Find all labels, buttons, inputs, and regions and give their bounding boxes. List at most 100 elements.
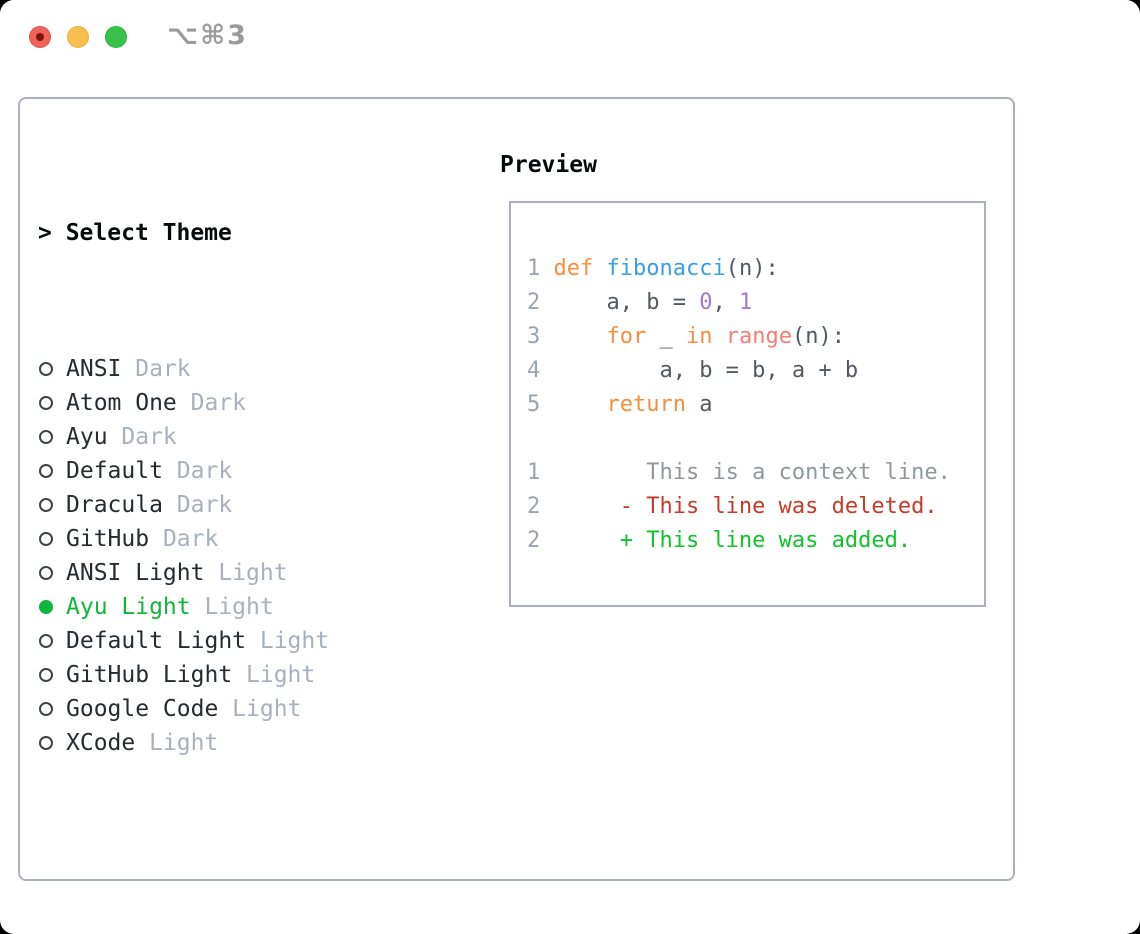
theme-option[interactable]: Google Code Light xyxy=(38,692,426,726)
theme-option[interactable]: Atom One Dark xyxy=(38,386,426,420)
theme-variant: Light xyxy=(204,594,274,620)
line-number: 5 xyxy=(527,392,541,417)
theme-variant: Light xyxy=(149,730,219,756)
preview-title: Preview xyxy=(500,152,597,178)
code-token: 1 xyxy=(738,290,753,315)
line-number: 1 xyxy=(527,256,541,281)
theme-name: GitHub Light xyxy=(66,662,233,688)
blank-line xyxy=(527,422,984,456)
theme-variant: Dark xyxy=(162,526,219,552)
code-token: (n): xyxy=(791,324,845,349)
theme-variant: Light xyxy=(259,628,330,654)
theme-option[interactable]: Dracula Dark xyxy=(38,488,426,522)
radio-icon xyxy=(39,634,53,648)
theme-name: Ayu Light xyxy=(66,594,191,620)
close-modified-dot-icon xyxy=(36,33,44,41)
theme-name: Default xyxy=(66,458,163,484)
spacer xyxy=(38,862,426,896)
code-token: , xyxy=(712,290,739,315)
theme-option[interactable]: ANSI Light Light xyxy=(38,556,426,590)
theme-option[interactable]: GitHub Dark xyxy=(38,522,426,556)
theme-option[interactable]: Default Light Light xyxy=(38,624,426,658)
radio-icon xyxy=(39,464,53,478)
theme-option[interactable]: Ayu Light Light xyxy=(38,590,426,624)
theme-option[interactable]: XCode Light xyxy=(38,726,426,760)
theme-variant: Light xyxy=(218,560,288,586)
code-token: This is a context line. xyxy=(553,460,951,485)
theme-variant: Dark xyxy=(190,390,247,416)
diff-deleted-line: 2 - This line was deleted. xyxy=(527,490,984,524)
code-line: 4 a, b = b, a + b xyxy=(527,354,984,388)
line-number: 2 xyxy=(527,494,541,519)
code-token: def xyxy=(553,256,594,281)
radio-icon xyxy=(39,702,53,716)
select-theme-header: > Select Theme xyxy=(38,216,426,250)
titlebar: ⌥⌘3 xyxy=(0,0,1140,75)
code-token: return xyxy=(553,392,686,417)
radio-icon xyxy=(39,362,53,376)
minimize-button[interactable] xyxy=(67,26,89,48)
zoom-button[interactable] xyxy=(105,26,127,48)
code-token: + This line was added. xyxy=(553,528,912,553)
code-token: a, b = xyxy=(553,290,700,315)
code-line: 5 return a xyxy=(527,388,984,422)
close-button[interactable] xyxy=(29,26,51,48)
code-token: - This line was deleted. xyxy=(553,494,938,519)
theme-option[interactable]: Ayu Dark xyxy=(38,420,426,454)
theme-name: Google Code xyxy=(66,696,219,722)
radio-icon xyxy=(39,396,53,410)
theme-name: XCode xyxy=(66,730,136,756)
code-token: range xyxy=(725,324,792,349)
radio-icon xyxy=(39,736,53,750)
code-token: fibonacci xyxy=(606,256,726,281)
code-token: for xyxy=(553,324,647,349)
theme-name: ANSI xyxy=(66,356,122,382)
prompt-icon: > xyxy=(38,220,52,246)
radio-selected-icon xyxy=(39,600,53,614)
code-line: 3 for _ in range(n): xyxy=(527,320,984,354)
theme-variant: Light xyxy=(246,662,316,688)
radio-icon xyxy=(39,566,53,580)
theme-option[interactable]: ANSI Dark xyxy=(38,352,426,386)
blank-line xyxy=(527,218,984,252)
diff-context-line: 1 This is a context line. xyxy=(527,456,984,490)
window-shortcut-label: ⌥⌘3 xyxy=(167,20,248,51)
theme-option[interactable]: Default Dark xyxy=(38,454,426,488)
theme-name: Atom One xyxy=(66,390,177,416)
theme-option[interactable]: GitHub Light Light xyxy=(38,658,426,692)
code-token: a, b = b, a + b xyxy=(553,358,859,383)
radio-icon xyxy=(39,668,53,682)
theme-name: ANSI Light xyxy=(66,560,205,586)
radio-icon xyxy=(39,498,53,512)
code-token: a xyxy=(685,392,713,417)
line-number: 1 xyxy=(527,460,541,485)
theme-variant: Dark xyxy=(135,356,191,382)
select-theme-title: Select Theme xyxy=(65,220,232,246)
radio-icon xyxy=(39,532,53,546)
theme-name: GitHub xyxy=(66,526,150,552)
theme-variant: Light xyxy=(232,696,302,722)
diff-added-line: 2 + This line was added. xyxy=(527,524,984,558)
line-number: 2 xyxy=(527,528,541,553)
theme-name: Ayu xyxy=(66,424,108,450)
theme-name: Dracula xyxy=(66,492,163,518)
theme-name: Default Light xyxy=(66,628,247,654)
line-number: 2 xyxy=(527,290,541,315)
code-token: in xyxy=(685,324,713,349)
theme-variant: Dark xyxy=(176,492,233,518)
code-line: 2 a, b = 0, 1 xyxy=(527,286,984,320)
theme-variant: Dark xyxy=(121,424,177,450)
code-token xyxy=(712,324,725,349)
theme-variant: Dark xyxy=(176,458,233,484)
code-token: (n): xyxy=(725,256,779,281)
line-number: 3 xyxy=(527,324,541,349)
code-token: _ xyxy=(646,324,686,349)
code-token: 0 xyxy=(699,290,713,315)
radio-icon xyxy=(39,430,53,444)
code-line: 1 def fibonacci(n): xyxy=(527,252,984,286)
